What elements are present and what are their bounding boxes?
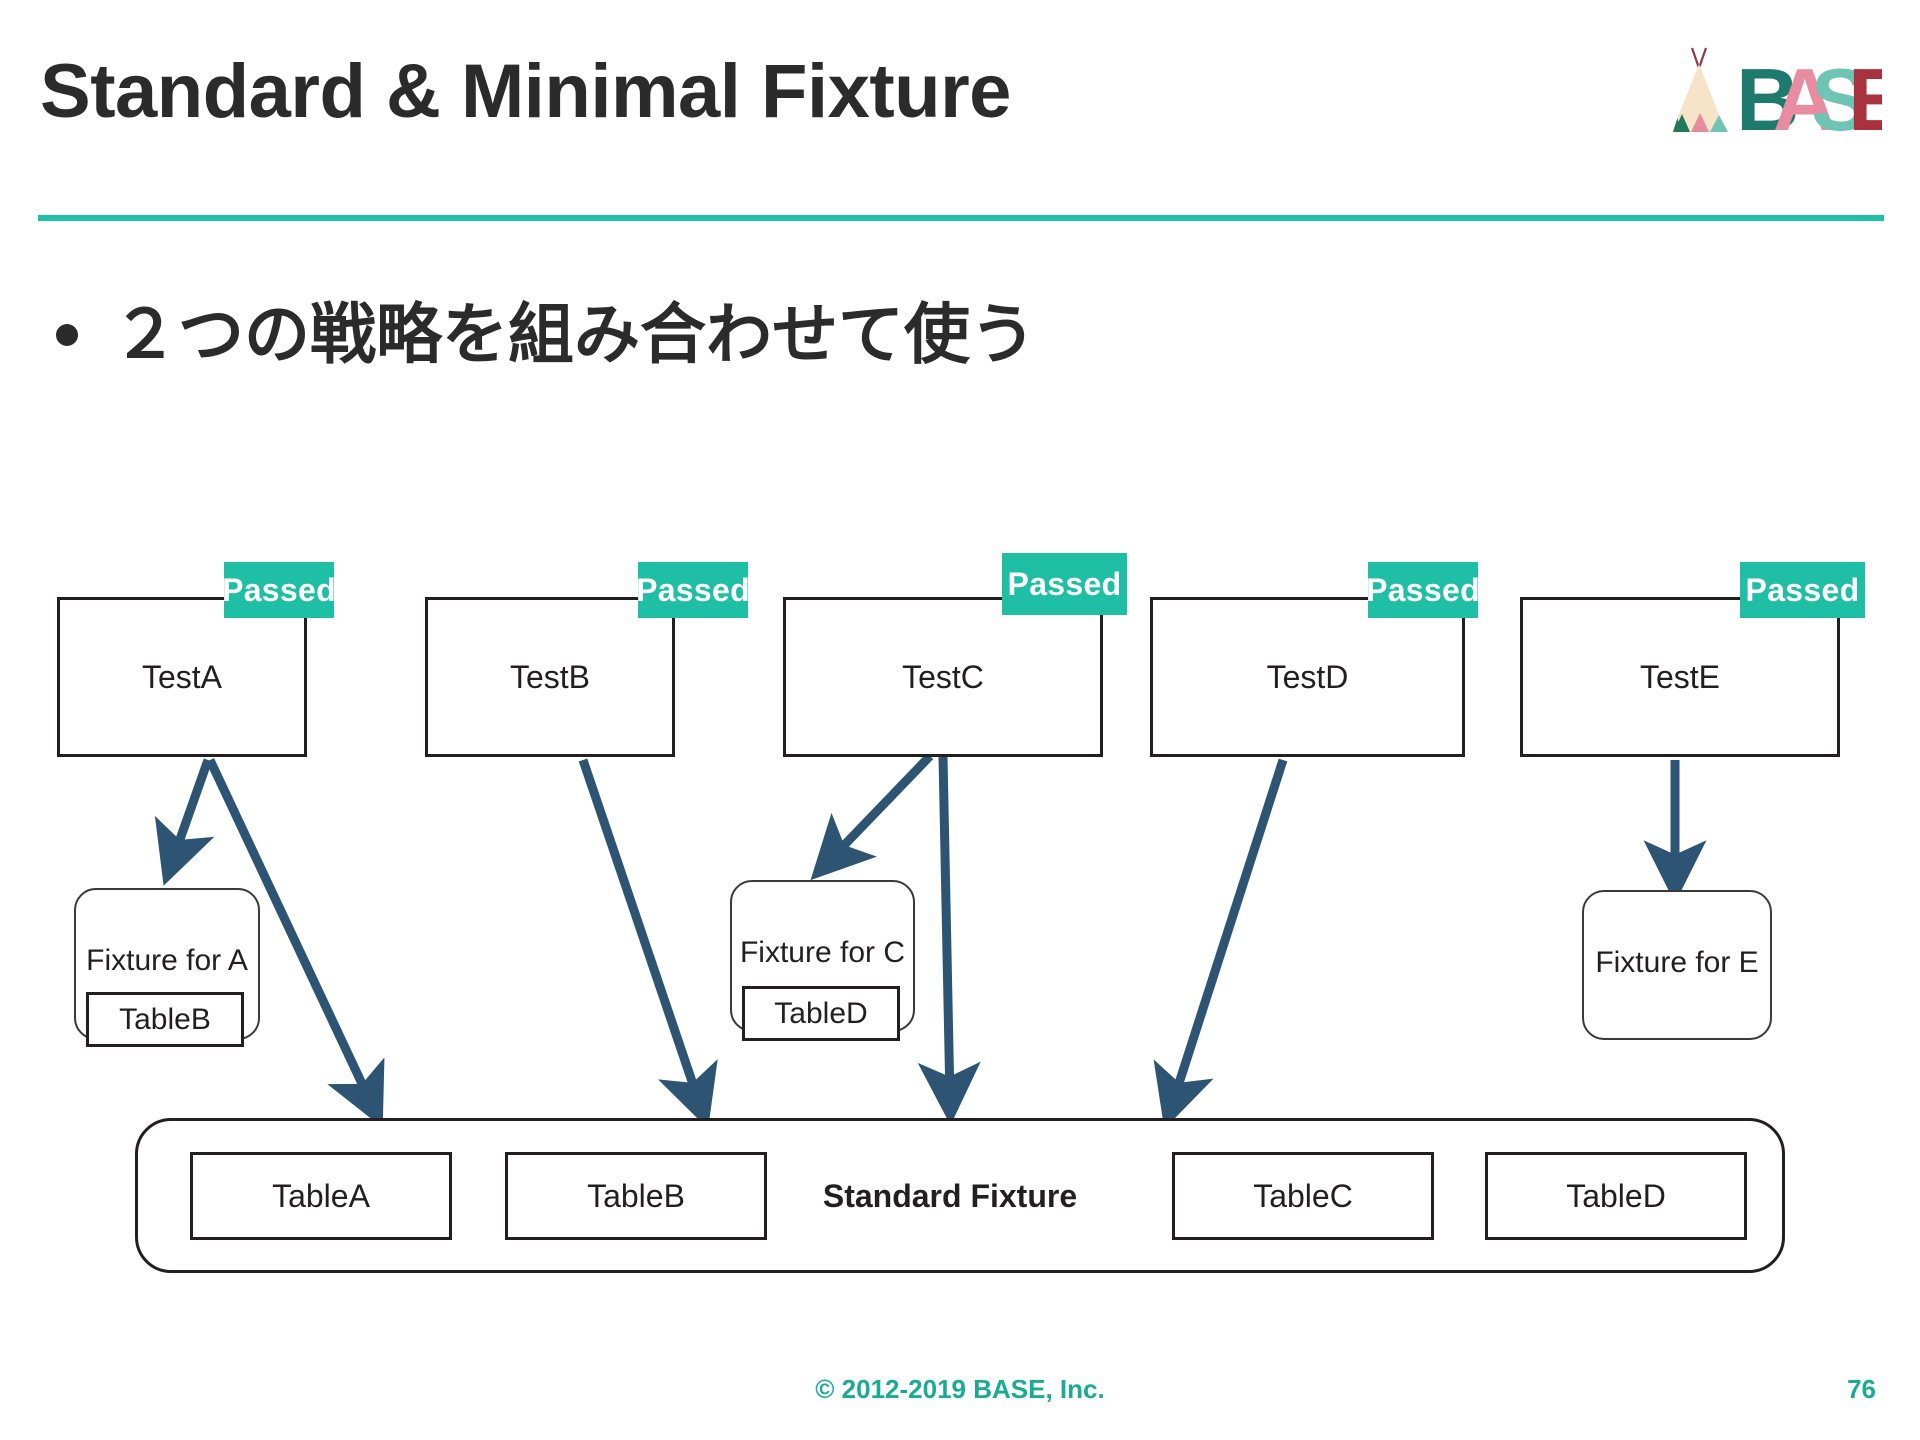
fixture-box-fixture-for-e: [1582, 890, 1772, 1040]
header-divider: [38, 215, 1884, 221]
fixture-label-fixture-for-c: Fixture for C: [739, 936, 906, 969]
bullet-item: ２つの戦略を組み合わせて使う: [56, 297, 1036, 371]
standard-table-tablec-2: TableC: [1172, 1152, 1434, 1240]
arrow-testc-to-standard-fixture: [917, 756, 981, 1126]
arrow-testb-to-standard-fixture: [578, 758, 718, 1129]
bullet-dot-icon: [56, 323, 78, 346]
status-badge-testd: Passed: [1366, 562, 1480, 618]
test-box-testa: TestA: [57, 597, 307, 757]
fixture-table-tableb: TableB: [86, 992, 244, 1047]
test-box-label: TestD: [1266, 658, 1349, 695]
bullet-text: ２つの戦略を組み合わせて使う: [112, 297, 1036, 371]
test-box-testd: TestD: [1150, 597, 1465, 757]
status-badge-testc: Passed: [1002, 553, 1127, 615]
svg-text:B: B: [1736, 50, 1798, 136]
arrow-testa-to-fixture-for-a: [154, 758, 215, 886]
standard-table-tablea-0: TableA: [190, 1152, 452, 1240]
arrow-testd-to-standard-fixture: [1153, 758, 1288, 1129]
status-badge-testb: Passed: [636, 562, 750, 618]
standard-fixture-label: Standard Fixture: [822, 1178, 1078, 1214]
test-box-label: TestC: [902, 658, 984, 695]
test-box-testb: TestB: [425, 597, 675, 757]
copyright-text: © 2012-2019 BASE, Inc.: [815, 1374, 1105, 1404]
page-title: Standard & Minimal Fixture: [40, 49, 1011, 134]
test-box-label: TestE: [1639, 658, 1721, 695]
status-badge-teste: Passed: [1740, 562, 1865, 618]
test-box-teste: TestE: [1520, 597, 1840, 757]
arrow-testa-to-standard-fixture: [205, 758, 385, 1128]
test-box-label: TestB: [509, 658, 591, 695]
fixture-label-fixture-for-e: Fixture for E: [1595, 946, 1759, 979]
fixture-table-tabled: TableD: [742, 986, 900, 1041]
standard-table-tabled-3: TableD: [1485, 1152, 1747, 1240]
status-badge-testa: Passed: [222, 562, 336, 618]
arrow-testc-to-fixture-for-c: [810, 752, 934, 881]
svg-text:S: S: [1811, 50, 1868, 136]
test-box-label: TestA: [141, 658, 223, 695]
test-box-testc: TestC: [783, 597, 1103, 757]
svg-text:A: A: [1773, 50, 1835, 136]
fixture-label-fixture-for-a: Fixture for A: [86, 944, 248, 977]
page-number: 76: [1847, 1374, 1876, 1404]
standard-table-tableb-1: TableB: [505, 1152, 767, 1240]
